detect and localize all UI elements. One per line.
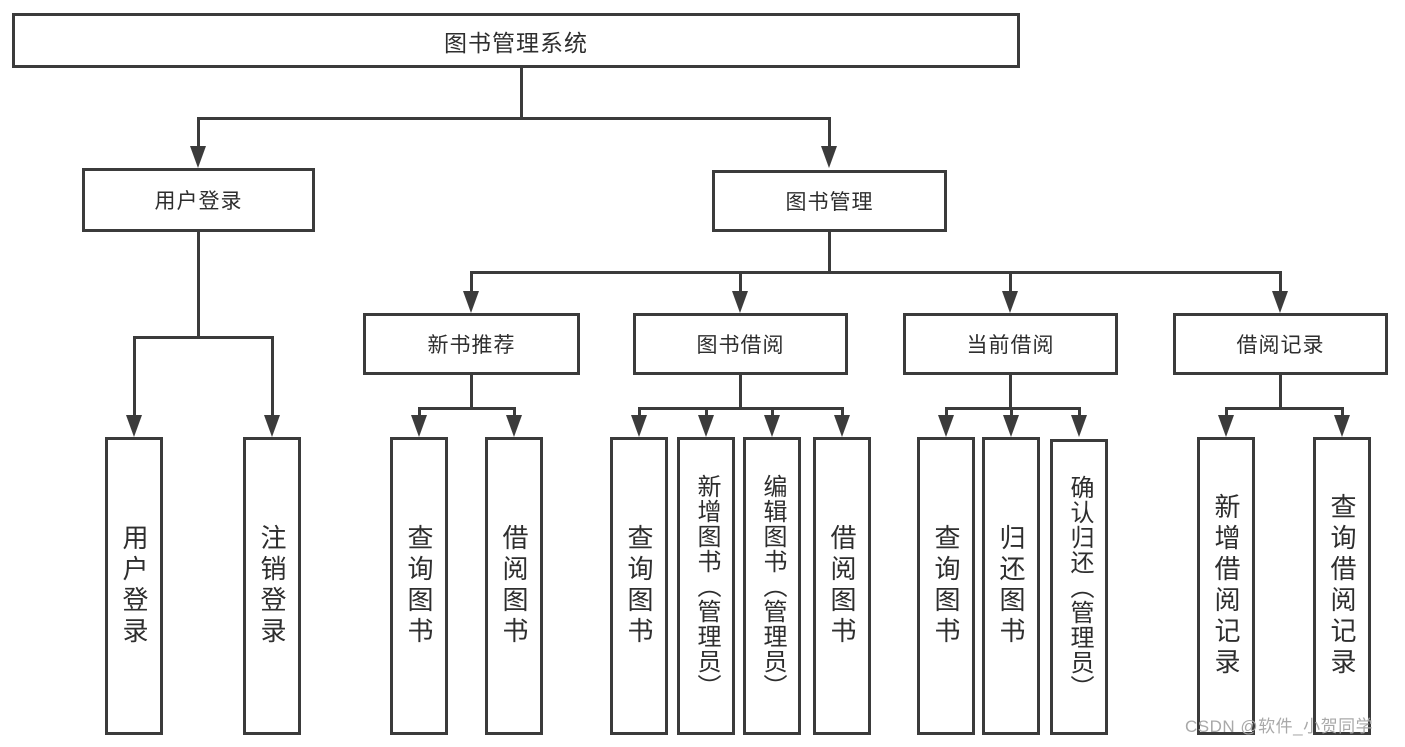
- connector-leaf-stem: [771, 407, 774, 417]
- arrowhead-down-icon: [1218, 415, 1234, 437]
- leaf-add-borrow-record: 新增借阅记录: [1197, 437, 1255, 735]
- node-library-management-system: 图书管理系统: [12, 13, 1020, 68]
- connector-leaf-stem: [945, 407, 948, 417]
- connector-book-borrow-down: [739, 375, 742, 410]
- connector-level3-stem: [470, 271, 473, 293]
- connector-leaf-stem: [271, 336, 274, 416]
- node-label: 新书推荐: [427, 334, 516, 357]
- connector-user-login-rail: [133, 336, 274, 339]
- leaf-query-books-borrow: 查询图书: [610, 437, 668, 735]
- connector-leaf-stem: [1225, 407, 1228, 417]
- connector-current-borrow-rail: [945, 407, 1081, 410]
- connector-level3-rail: [470, 271, 1282, 274]
- arrowhead-down-icon: [1334, 415, 1350, 437]
- arrowhead-down-icon: [1002, 291, 1018, 313]
- node-label: 用户登录: [154, 190, 243, 213]
- connector-leaf-stem: [133, 336, 136, 416]
- leaf-label: 查询图书: [931, 524, 961, 648]
- arrowhead-down-icon: [126, 415, 142, 437]
- connector-level3-stem: [1009, 271, 1012, 293]
- leaf-label: 用户登录: [119, 524, 149, 648]
- arrowhead-down-icon: [463, 291, 479, 313]
- leaf-query-borrow-record: 查询借阅记录: [1313, 437, 1371, 735]
- connector-book-mgmt-stem: [828, 117, 831, 148]
- node-user-login: 用户登录: [82, 168, 315, 232]
- connector-new-books-down: [470, 375, 473, 410]
- node-book-borrowing: 图书借阅: [633, 313, 848, 375]
- node-label: 图书借阅: [696, 334, 785, 357]
- arrowhead-down-icon: [938, 415, 954, 437]
- connector-user-login-down: [197, 232, 200, 339]
- node-label: 图书管理系统: [444, 29, 588, 56]
- leaf-label: 查询图书: [624, 524, 654, 648]
- node-book-management: 图书管理: [712, 170, 947, 232]
- arrowhead-down-icon: [264, 415, 280, 437]
- arrowhead-down-icon: [821, 146, 837, 168]
- arrowhead-down-icon: [506, 415, 522, 437]
- leaf-label: 确认归还（管理员）: [1066, 474, 1093, 700]
- connector-root-stem: [520, 68, 523, 120]
- arrowhead-down-icon: [1272, 291, 1288, 313]
- arrowhead-down-icon: [1071, 415, 1087, 437]
- node-label: 当前借阅: [966, 334, 1055, 357]
- connector-leaf-stem: [638, 407, 641, 417]
- connector-level3-stem: [1279, 271, 1282, 293]
- node-new-book-recommend: 新书推荐: [363, 313, 580, 375]
- node-label: 图书管理: [785, 191, 874, 214]
- connector-leaf-stem: [705, 407, 708, 417]
- connector-leaf-stem: [841, 407, 844, 417]
- leaf-borrow-books: 借阅图书: [813, 437, 871, 735]
- arrowhead-down-icon: [764, 415, 780, 437]
- arrowhead-down-icon: [631, 415, 647, 437]
- connector-root-rail: [197, 117, 831, 120]
- leaf-label: 查询借阅记录: [1327, 493, 1357, 679]
- leaf-query-books-newbooks: 查询图书: [390, 437, 448, 735]
- node-borrow-records: 借阅记录: [1173, 313, 1388, 375]
- leaf-label: 编辑图书（管理员）: [759, 473, 786, 699]
- connector-leaf-stem: [1078, 407, 1081, 417]
- arrowhead-down-icon: [732, 291, 748, 313]
- leaf-logout: 注销登录: [243, 437, 301, 735]
- connector-new-books-rail: [418, 407, 516, 410]
- arrowhead-down-icon: [1003, 415, 1019, 437]
- connector-current-borrow-down: [1009, 375, 1012, 410]
- connector-leaf-stem: [1341, 407, 1344, 417]
- connector-book-borrow-rail: [638, 407, 843, 410]
- node-current-borrowing: 当前借阅: [903, 313, 1118, 375]
- leaf-add-books-admin: 新增图书（管理员）: [677, 437, 735, 735]
- connector-leaf-stem: [513, 407, 516, 417]
- leaf-borrow-books-newbooks: 借阅图书: [485, 437, 543, 735]
- leaf-label: 新增借阅记录: [1211, 493, 1241, 679]
- csdn-watermark: CSDN @软件_小贺同学: [1185, 717, 1374, 736]
- leaf-label: 借阅图书: [827, 524, 857, 648]
- arrowhead-down-icon: [834, 415, 850, 437]
- arrowhead-down-icon: [190, 146, 206, 168]
- leaf-edit-books-admin: 编辑图书（管理员）: [743, 437, 801, 735]
- leaf-label: 借阅图书: [499, 524, 529, 648]
- connector-book-mgmt-down: [828, 232, 831, 274]
- leaf-query-books-current: 查询图书: [917, 437, 975, 735]
- connector-leaf-stem: [1010, 407, 1013, 417]
- connector-leaf-stem: [418, 407, 421, 417]
- arrowhead-down-icon: [698, 415, 714, 437]
- leaf-label: 查询图书: [404, 524, 434, 648]
- connector-borrow-records-down: [1279, 375, 1282, 410]
- leaf-label: 归还图书: [996, 524, 1026, 648]
- connector-borrow-records-rail: [1225, 407, 1344, 410]
- leaf-user-login: 用户登录: [105, 437, 163, 735]
- node-label: 借阅记录: [1236, 334, 1325, 357]
- leaf-label: 新增图书（管理员）: [693, 473, 720, 699]
- leaf-return-books: 归还图书: [982, 437, 1040, 735]
- leaf-label: 注销登录: [257, 524, 287, 648]
- connector-user-login-stem: [197, 117, 200, 148]
- connector-level3-stem: [739, 271, 742, 293]
- leaf-confirm-return-admin: 确认归还（管理员）: [1050, 439, 1108, 735]
- arrowhead-down-icon: [411, 415, 427, 437]
